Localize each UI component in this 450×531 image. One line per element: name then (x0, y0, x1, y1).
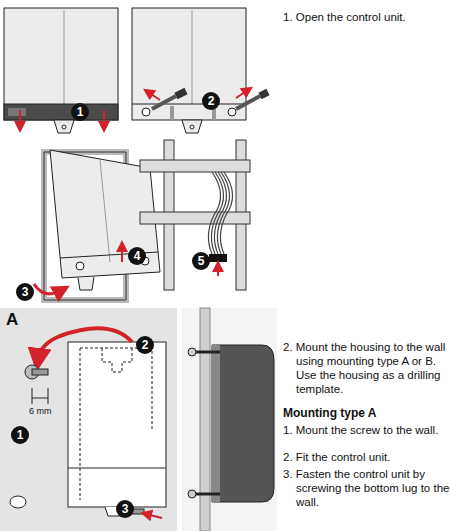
instruction-step: 1. Mount the screw to the wall. (283, 423, 450, 437)
callout-number: 1 (71, 103, 89, 121)
side-view (182, 308, 277, 531)
dimension: 6 mm (28, 406, 53, 416)
instruction-step: 3. Fasten the control unit by screwing t… (283, 467, 450, 509)
instruction-step: 2. Fit the control unit. (283, 450, 450, 464)
unscrew-unit (132, 8, 268, 133)
callout-number: 2 (136, 336, 154, 354)
callout-number: 5 (192, 252, 210, 270)
callout-number: 4 (128, 247, 146, 265)
mounting-type-a (0, 308, 177, 531)
instruction-step: 2. Mount the housing to the wall using m… (283, 340, 450, 396)
callout-number: 1 (11, 426, 29, 444)
instruction-step: 1. Open the control unit. (283, 10, 450, 24)
callout-number: 3 (116, 500, 134, 518)
variant-letter: A (6, 310, 18, 330)
callout-number: 2 (202, 92, 220, 110)
section-heading: Mounting type A (283, 406, 443, 420)
closed-unit (4, 8, 118, 133)
callout-number: 3 (16, 283, 34, 301)
frame-and-ribbon-cable (140, 140, 250, 290)
